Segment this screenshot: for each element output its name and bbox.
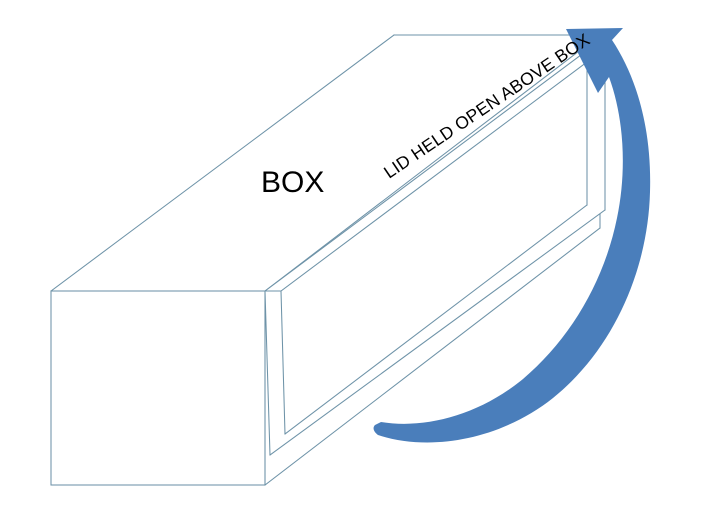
lid-inner-panel-fill — [281, 62, 587, 434]
lid-inner-bottom-edge — [284, 204, 588, 435]
box-bottom-right-edge — [264, 227, 601, 486]
lid-group — [264, 36, 606, 456]
curved-arrow-icon — [373, 28, 651, 443]
lid-outer-bottom-edge — [269, 209, 606, 456]
box-top-face-fill — [51, 35, 600, 291]
box-front-face-fill — [51, 291, 265, 485]
curved-arrow-shape — [373, 28, 651, 443]
box-top-right-rim-edge — [264, 34, 601, 292]
lid-inner-left-edge — [280, 290, 286, 435]
lid-outer-left-edge — [264, 290, 271, 456]
box-top-left-edge — [50, 34, 395, 292]
box-label: BOX — [261, 166, 324, 199]
lid-inner-top-edge — [280, 61, 588, 292]
lid-outer-top-edge — [264, 36, 606, 292]
